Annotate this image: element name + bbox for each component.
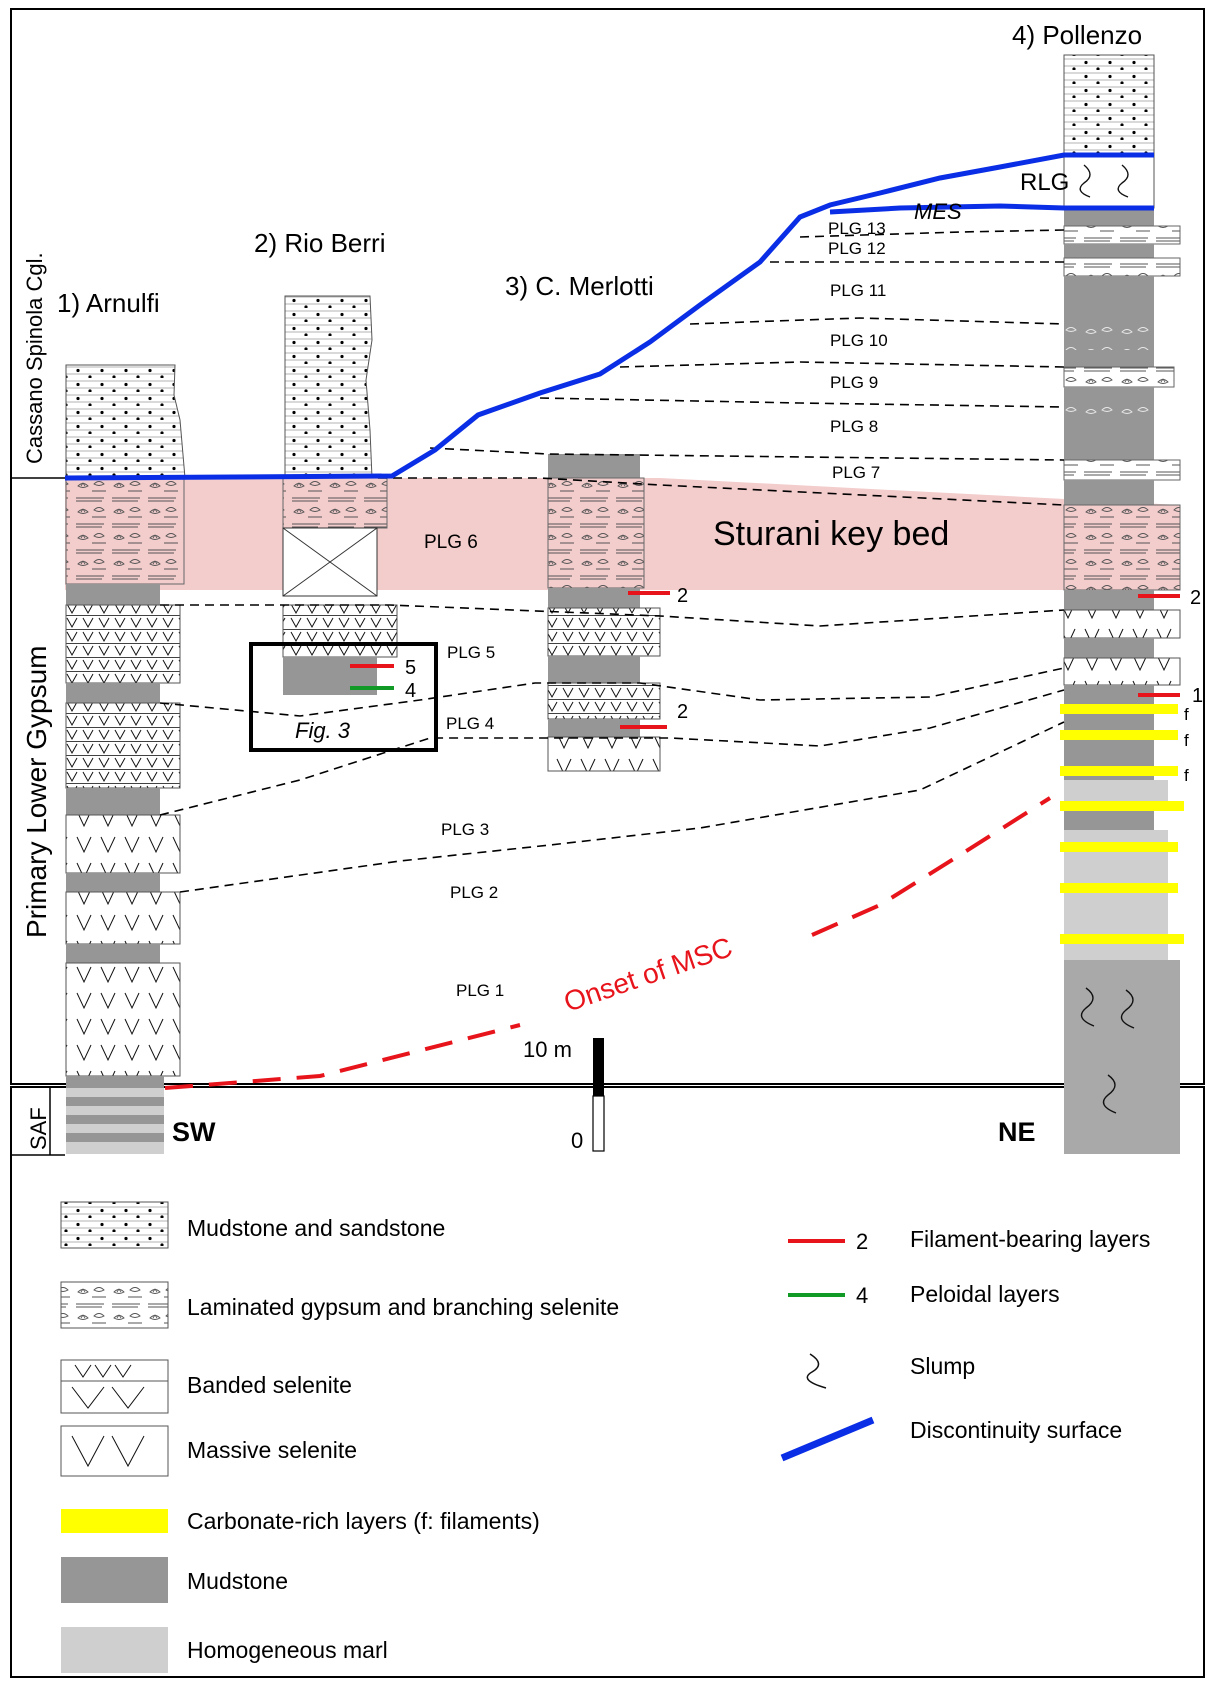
cycle-label: PLG 7 [832,463,880,482]
legend-label: Massive selenite [187,1437,357,1463]
cycle-label: PLG 11 [830,281,886,300]
marker-label: 1 [1192,685,1203,707]
legend-swatch-banded [60,1359,169,1414]
sturani-label: Sturani key bed [713,515,949,553]
filament-f-label: f [1184,705,1189,724]
legend-label: Mudstone [187,1568,288,1594]
fig3-label: Fig. 3 [295,718,351,743]
sw-label: SW [172,1117,216,1147]
legend-label: Filament-bearing layers [910,1226,1150,1252]
marker-label: 2 [1190,587,1201,609]
slump-icon [1120,989,1135,1029]
cycle-label: PLG 13 [828,219,886,238]
column-rio-berri [282,295,398,695]
section-title-arnulfi: 1) Arnulfi [57,288,160,318]
legend-label: Peloidal layers [910,1281,1060,1307]
mes-label: MES [914,199,962,224]
correlation-lines [159,229,1065,893]
legend-swatch-mudstone [61,1557,168,1603]
scale-label-bottom: 0 [571,1128,583,1153]
legend-swatch-sand [60,1201,169,1249]
legend: Mudstone and sandstone Laminated gypsum … [60,1201,1150,1673]
marker-label: 2 [677,585,688,607]
unit-label-cassano: Cassano Spinola Cgl. [22,252,47,464]
scale-label-top: 10 m [523,1037,572,1062]
carbonate-layer [1060,934,1184,944]
unit-label-plg: Primary Lower Gypsum [21,645,52,938]
cycle-label: PLG 3 [441,820,489,839]
legend-label: Banded selenite [187,1372,352,1398]
legend-label: 4 [856,1283,868,1308]
discontinuity-surface [64,152,1154,481]
section-title-rio-berri: 2) Rio Berri [254,228,385,258]
legend-frame [10,1086,1205,1678]
legend-label: Discontinuity surface [910,1417,1122,1443]
figure-frame [10,8,1205,1085]
filament-f-label: f [1184,731,1189,750]
cycle-label: PLG 1 [456,981,504,1000]
rlg-label: RLG [1020,169,1069,196]
legend-discontinuity-line [780,1416,875,1462]
legend-label: Laminated gypsum and branching selenite [187,1294,619,1320]
legend-swatch-carbonate [61,1509,168,1533]
onset-msc-label: Onset of MSC [560,931,736,1018]
carbonate-layer [1060,704,1178,714]
slump-icon [806,1353,827,1389]
carbonate-layer [1060,766,1178,776]
legend-label: Slump [910,1353,975,1379]
legend-label: 2 [856,1229,868,1254]
cycle-labels: PLG 1 PLG 2 PLG 3 PLG 4 PLG 5 PLG 6 PLG … [424,219,888,1000]
legend-swatch-massive [60,1425,169,1477]
section-title-merlotti: 3) C. Merlotti [505,271,654,301]
cycle-label: PLG 2 [450,883,498,902]
filament-f-label: f [1184,766,1189,785]
carbonate-layer [1060,883,1178,893]
scale-bar [593,1038,604,1096]
cycle-label: PLG 9 [830,373,878,392]
cycle-label: PLG 8 [830,417,878,436]
carbonate-layer [1060,801,1184,811]
column-arnulfi [65,364,186,1154]
column-merlotti [547,454,661,772]
marker-label: 4 [405,680,416,702]
legend-label: Carbonate-rich layers (f: filaments) [187,1508,540,1534]
section-title-pollenzo: 4) Pollenzo [1012,20,1142,50]
legend-label: Mudstone and sandstone [187,1215,445,1241]
marker-label: 5 [405,657,416,679]
legend-swatch-marl [61,1627,168,1673]
ne-label: NE [998,1117,1036,1147]
cycle-label: PLG 4 [446,714,494,733]
onset-msc-line [164,1023,521,1090]
column-pollenzo [1060,54,1184,1154]
unit-label-saf: SAF [26,1107,51,1150]
mes-surface [829,203,1154,215]
carbonate-layer [1060,730,1178,740]
slump-icon [1102,1074,1117,1114]
cycle-label: PLG 6 [424,532,478,553]
cycle-label: PLG 5 [447,643,495,662]
legend-label: Homogeneous marl [187,1637,388,1663]
marker-label: 2 [677,701,688,723]
cycle-label: PLG 12 [828,239,886,258]
cycle-label: PLG 10 [830,331,888,350]
fig3-box [249,642,438,752]
carbonate-layer [1060,842,1178,852]
slump-icon [1080,987,1095,1027]
